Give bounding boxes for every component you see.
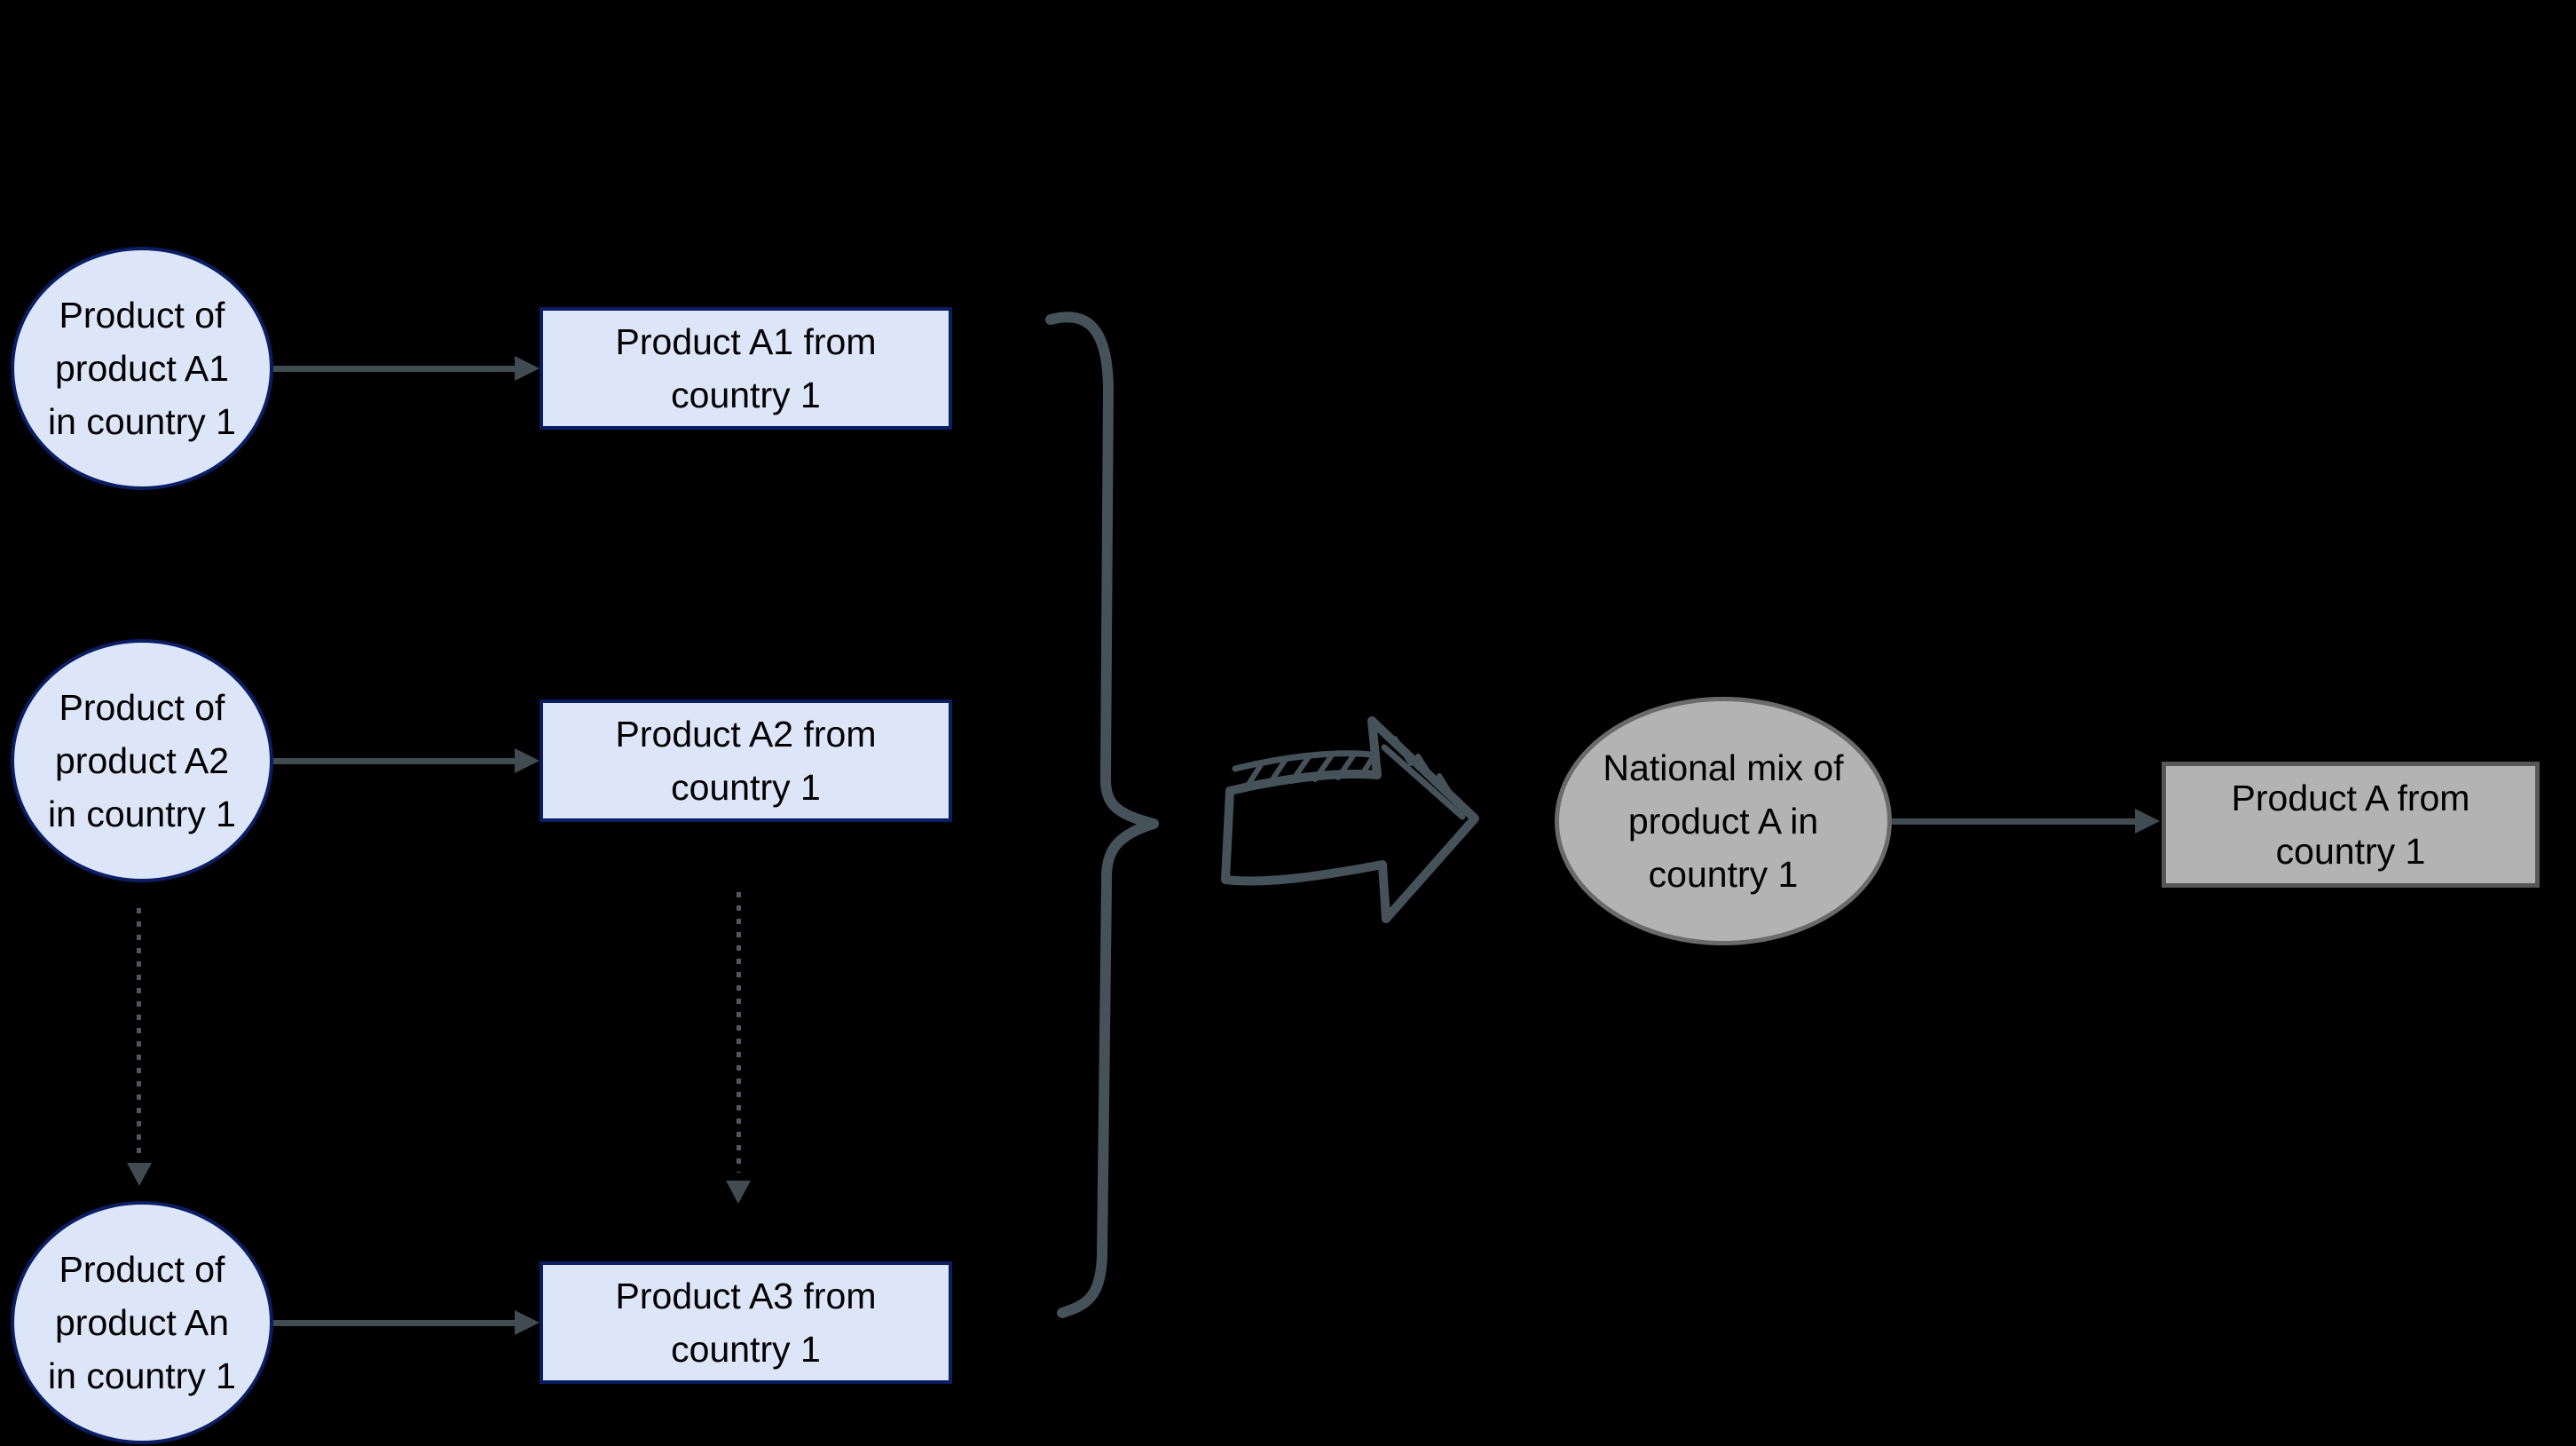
- node-text-line: country 1: [2275, 831, 2426, 872]
- node-text-line: product An: [54, 1302, 230, 1343]
- node-text-line: Product of: [59, 687, 225, 728]
- arrow-a3-head-icon: [515, 1310, 540, 1335]
- node-text-line: country 1: [671, 375, 821, 415]
- node-text-line: product A2: [54, 740, 230, 781]
- node-text-line: Product of: [59, 295, 225, 336]
- arrow-a2-line: [273, 758, 516, 764]
- arrow-a2-head-icon: [515, 748, 540, 773]
- node-text-line: in country 1: [48, 401, 236, 442]
- rect-product-a: Product A from country 1: [2162, 762, 2540, 888]
- ellipse-product-a1: Product of product A1 in country 1: [11, 247, 273, 490]
- arrow-mix-head-icon: [2135, 809, 2160, 834]
- node-text-line: country 1: [1648, 854, 1799, 895]
- node-text-line: product A in: [1627, 801, 1819, 842]
- dotted-arrow-rects-head-icon: [726, 1181, 751, 1204]
- arrow-a3-line: [273, 1320, 516, 1326]
- node-text-line: Product A2 from: [615, 714, 877, 755]
- curly-brace-icon: [1045, 312, 1159, 1318]
- arrow-a1-head-icon: [515, 356, 540, 381]
- ellipse-national-mix: National mix of product A in country 1: [1555, 697, 1892, 945]
- node-text-line: in country 1: [48, 794, 236, 834]
- ellipse-product-an: Product of product An in country 1: [11, 1201, 273, 1444]
- node-text-line: National mix of: [1603, 747, 1844, 788]
- node-text-line: Product of: [59, 1249, 225, 1290]
- node-text-line: Product A1 from: [615, 321, 877, 362]
- dotted-line-rects: [737, 892, 741, 1173]
- rect-product-a2: Product A2 from country 1: [540, 699, 952, 822]
- node-text-line: in country 1: [48, 1355, 236, 1396]
- node-text-line: country 1: [671, 1329, 821, 1370]
- node-text-line: Product A from: [2231, 778, 2470, 818]
- node-text-line: product A1: [54, 348, 230, 389]
- sketch-arrow-icon: [1221, 716, 1479, 923]
- arrow-mix-line: [1892, 818, 2137, 825]
- node-text-line: country 1: [671, 767, 821, 808]
- dotted-line-ellipses: [137, 908, 141, 1157]
- dotted-arrow-ellipses-head-icon: [127, 1163, 152, 1186]
- node-text-line: Product A3 from: [615, 1276, 877, 1316]
- ellipse-product-a2: Product of product A2 in country 1: [11, 639, 273, 882]
- arrow-a1-line: [273, 366, 516, 372]
- rect-product-a3: Product A3 from country 1: [540, 1261, 952, 1384]
- rect-product-a1: Product A1 from country 1: [540, 307, 952, 430]
